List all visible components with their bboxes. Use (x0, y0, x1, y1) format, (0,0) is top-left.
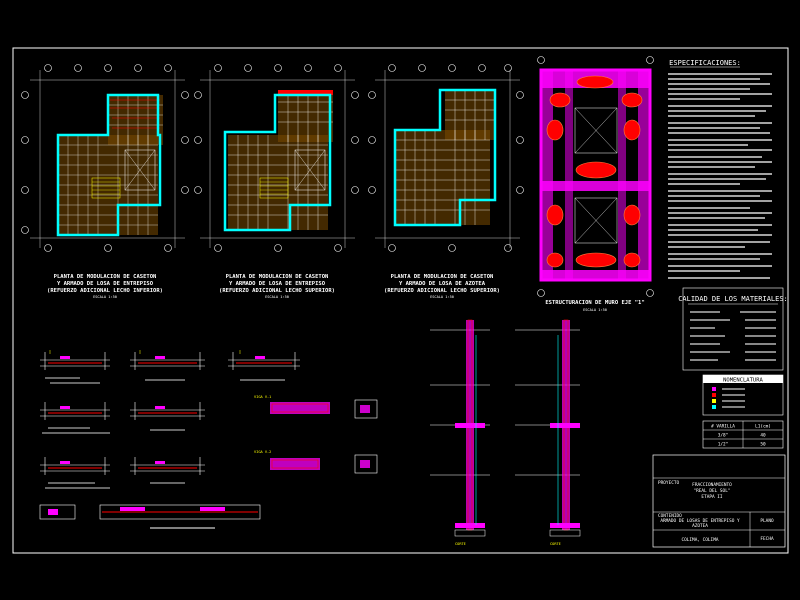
specs-heading: ESPECIFICACIONES: (669, 59, 741, 67)
materials-heading: CALIDAD DE LOS MATERIALES: (678, 295, 788, 303)
plan-title-line-2: Y ARMADO DE LOSA DE ENTREPISO (57, 281, 154, 287)
nomenclature-heading: NOMENCLATURA (723, 378, 763, 384)
rebar-table: # VARILLA L1(cm) 3/8" 40 1/2" 50 (702, 420, 784, 449)
slab-detail-sections: VIGA V-1 VIGA V-2 (39, 350, 378, 529)
specifications-panel: ESPECIFICACIONES: (668, 59, 772, 279)
plan-title-line-2: Y ARMADO DE LOSA DE ENTREPISO (229, 281, 326, 287)
rebar-cell: 50 (760, 442, 766, 448)
floor-plan-2: PLANTA DE MODULACION DE CASETON Y ARMADO… (194, 64, 359, 299)
nomenclature-panel: NOMENCLATURA (702, 374, 784, 416)
location-text: COLIMA, COLIMA (681, 537, 718, 543)
date-label: FECHA (760, 536, 774, 542)
plan-title-line-1: PLANTA DE MODULACION DE CASETON (391, 274, 494, 280)
plan-title-line-2: Y ARMADO DE LOSA DE AZOTEA (399, 281, 486, 287)
plan-title-line-3: (REFUERZO ADICIONAL LECHO SUPERIOR) (219, 288, 335, 294)
rebar-col-header-2: L1(cm) (755, 424, 771, 430)
rebar-cell: 40 (760, 433, 766, 439)
plan-title-line-1: PLANTA DE MODULACION DE CASETON (54, 274, 157, 280)
wall-scale: ESCALA 1:50 (583, 308, 607, 312)
section-label: CORTE (455, 542, 466, 546)
project-name-line-3: ETAPA II (701, 494, 723, 500)
title-block-content-label: CONTENIDO (658, 513, 682, 519)
floor-plan-3: PLANTA DE MODULACION DE CASETON Y ARMADO… (368, 64, 524, 299)
vertical-wall-sections: CORTE CORTE (430, 319, 581, 546)
plan-scale: ESCALA 1:50 (93, 295, 117, 299)
content-line-2: AZOTEA (692, 523, 708, 529)
plan-title-line-3: (REFUERZO ADICIONAL LECHO INFERIOR) (47, 288, 163, 294)
project-name-line-1: FRACCIONAMIENTO (692, 482, 732, 488)
rebar-cell: 1/2" (718, 442, 729, 448)
plan-title-line-1: PLANTA DE MODULACION DE CASETON (226, 274, 329, 280)
wall-title: ESTRUCTURACION DE MURO EJE "1" (545, 300, 644, 306)
content-line-1: ARMADO DE LOSAS DE ENTREPISO Y (660, 518, 740, 524)
rebar-cell: 3/8" (718, 433, 729, 439)
sheet-border (12, 47, 789, 554)
plan-scale: ESCALA 1:50 (430, 295, 454, 299)
title-block-project-label: PROYECTO (658, 480, 680, 486)
materials-panel: CALIDAD DE LOS MATERIALES: (678, 287, 788, 371)
sheet-label: PLANO (760, 518, 774, 524)
plan-2-title: PLANTA DE MODULACION DE CASETON Y ARMADO… (219, 274, 335, 299)
plan-scale: ESCALA 1:50 (265, 295, 289, 299)
wall-elevation: ESTRUCTURACION DE MURO EJE "1" ESCALA 1:… (537, 56, 654, 312)
plan-3-title: PLANTA DE MODULACION DE CASETON Y ARMADO… (384, 274, 500, 299)
beam-v2-label: VIGA V-2 (254, 450, 271, 454)
section-label: CORTE (550, 542, 561, 546)
project-name-line-2: "REAL DEL SOL" (693, 488, 730, 494)
rebar-col-header-1: # VARILLA (711, 424, 735, 430)
title-block: PROYECTO FRACCIONAMIENTO "REAL DEL SOL" … (652, 454, 786, 548)
plan-1-title: PLANTA DE MODULACION DE CASETON Y ARMADO… (47, 274, 163, 299)
plan-title-line-3: (REFUERZO ADICIONAL LECHO SUPERIOR) (384, 288, 500, 294)
beam-v1-label: VIGA V-1 (254, 395, 271, 399)
floor-plan-1: PLANTA DE MODULACION DE CASETON Y ARMADO… (21, 64, 189, 299)
